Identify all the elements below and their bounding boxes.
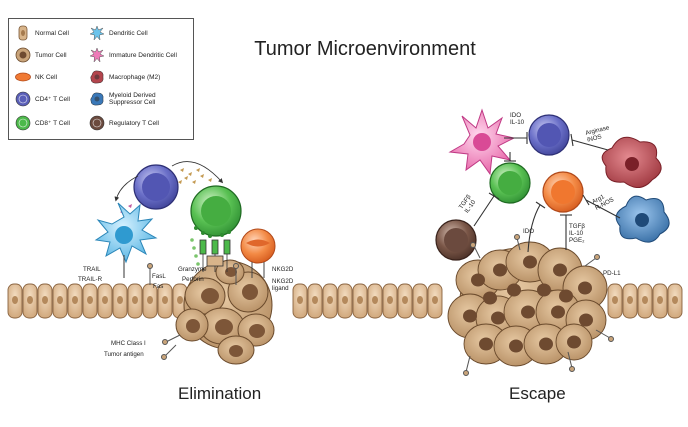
tumor-nucleus [493, 263, 507, 277]
legend-label: Macrophage (M2) [109, 73, 161, 81]
tumor-nucleus [491, 311, 505, 325]
tumor-nucleus [509, 339, 523, 353]
tumor-nucleus [551, 305, 565, 319]
tumor-nucleus [567, 335, 581, 349]
label-pd-l1: PD-L1 [603, 270, 621, 277]
cd8-t-cell-elimination [190, 185, 242, 238]
cd8-t-cell-icon [15, 115, 31, 131]
tumor-cell-icon [15, 47, 31, 63]
granzyme-perforin-synapse [199, 239, 231, 272]
macrophage-escape [601, 136, 662, 188]
label-trail-r: TRAIL-R [78, 276, 103, 283]
legend-item: NK Cell [15, 69, 105, 85]
legend-item: Tumor Cell [15, 47, 105, 63]
legend-label: CD8⁺ T Cell [35, 119, 70, 127]
label-granzyme: Granzyme [178, 266, 207, 273]
cd4-t-cell-icon [15, 91, 31, 107]
dendritic-cell-icon [89, 25, 105, 41]
nk-cell-elimination [240, 228, 276, 278]
legend-label: NK Cell [35, 73, 58, 81]
elimination-tumor-cluster [175, 259, 275, 365]
epithelium-layer [7, 283, 683, 319]
label-fasl: FasL [152, 273, 166, 280]
tumor-nucleus [578, 281, 592, 295]
label-nkg2d-ligand: NKG2D ligand [272, 278, 294, 292]
tumor-nucleus [539, 337, 553, 351]
macrophage-icon [90, 70, 104, 84]
legend-item: Regulatory T Cell [89, 115, 179, 131]
escape-tumor-cluster [447, 241, 608, 367]
label-mhc-class-i: MHC Class I [111, 340, 146, 347]
tumor-nucleus [521, 305, 535, 319]
tumor-nucleus [579, 313, 593, 327]
legend-label: Regulatory T Cell [109, 119, 159, 127]
label-perforin: Perforin [182, 276, 204, 283]
legend-label: CD4⁺ T Cell [35, 95, 70, 103]
escape-caption: Escape [509, 384, 566, 403]
label-nkg2d: NKG2D [272, 266, 294, 273]
legend-item: CD4⁺ T Cell [15, 91, 105, 107]
tumor-nucleus [479, 337, 493, 351]
tumor-nucleus [463, 309, 477, 323]
cytokine-particles [178, 168, 212, 184]
diagram-title: Tumor Microenvironment [254, 38, 476, 60]
legend-item: Dendritic Cell [89, 25, 179, 41]
label-tgfb-il10-pge2: TGFβ IL-10 PGE₂ [569, 223, 585, 244]
legend-item: Immature Dendritic Cell [89, 47, 179, 63]
cd4-to-dc-arrow [114, 175, 139, 202]
cd4-t-cell-escape [528, 114, 570, 156]
immature-dendritic-cell-escape [448, 108, 516, 176]
normal-cell-icon [18, 25, 28, 41]
mdsc-escape [615, 195, 670, 243]
granule-dots [190, 238, 200, 266]
tumor-nucleus [559, 289, 573, 303]
tumor-nucleus [537, 283, 551, 297]
legend-label: Dendritic Cell [109, 29, 148, 37]
regulatory-t-cell-escape [435, 219, 477, 261]
elimination-caption: Elimination [178, 384, 262, 403]
legend-item: Myeloid Derived Suppressor Cell [89, 91, 179, 107]
dendritic-cell-elimination [94, 202, 158, 264]
tumor-nucleus [483, 291, 497, 305]
legend-label: Immature Dendritic Cell [109, 51, 177, 59]
legend-label: Myeloid Derived Suppressor Cell [109, 92, 156, 106]
cd4-t-cell-elimination [133, 164, 179, 210]
regulatory-t-cell-icon [89, 115, 105, 131]
label-ido-il10: IDO IL-10 [510, 112, 525, 126]
escape-inhibition-lines [473, 132, 621, 253]
tumor-nucleus [507, 283, 521, 297]
legend-item: Macrophage (M2) [89, 69, 179, 85]
label-ido: IDO [523, 228, 535, 235]
legend-item: CD8⁺ T Cell [15, 115, 105, 131]
elimination-receptors [147, 263, 239, 360]
label-fas: Fas [153, 283, 164, 290]
nk-cell-escape [542, 171, 584, 213]
immature-dendritic-cell-icon [89, 47, 105, 63]
cd8-t-cell-escape [489, 162, 531, 204]
tumor-nucleus [523, 255, 537, 269]
nk-cell-icon [15, 72, 31, 82]
label-trail: TRAIL [83, 266, 101, 273]
legend-label: Tumor Cell [35, 51, 67, 59]
legend-item: Normal Cell [15, 25, 105, 41]
mdsc-icon [90, 92, 104, 106]
escape-receptors [463, 234, 614, 376]
cd4-to-cd8-arrow [171, 161, 224, 184]
tumor-nucleus [553, 263, 567, 277]
tumor-nucleus [471, 273, 485, 287]
legend-label: Normal Cell [35, 29, 69, 37]
label-tumor-antigen: Tumor antigen [104, 351, 144, 358]
